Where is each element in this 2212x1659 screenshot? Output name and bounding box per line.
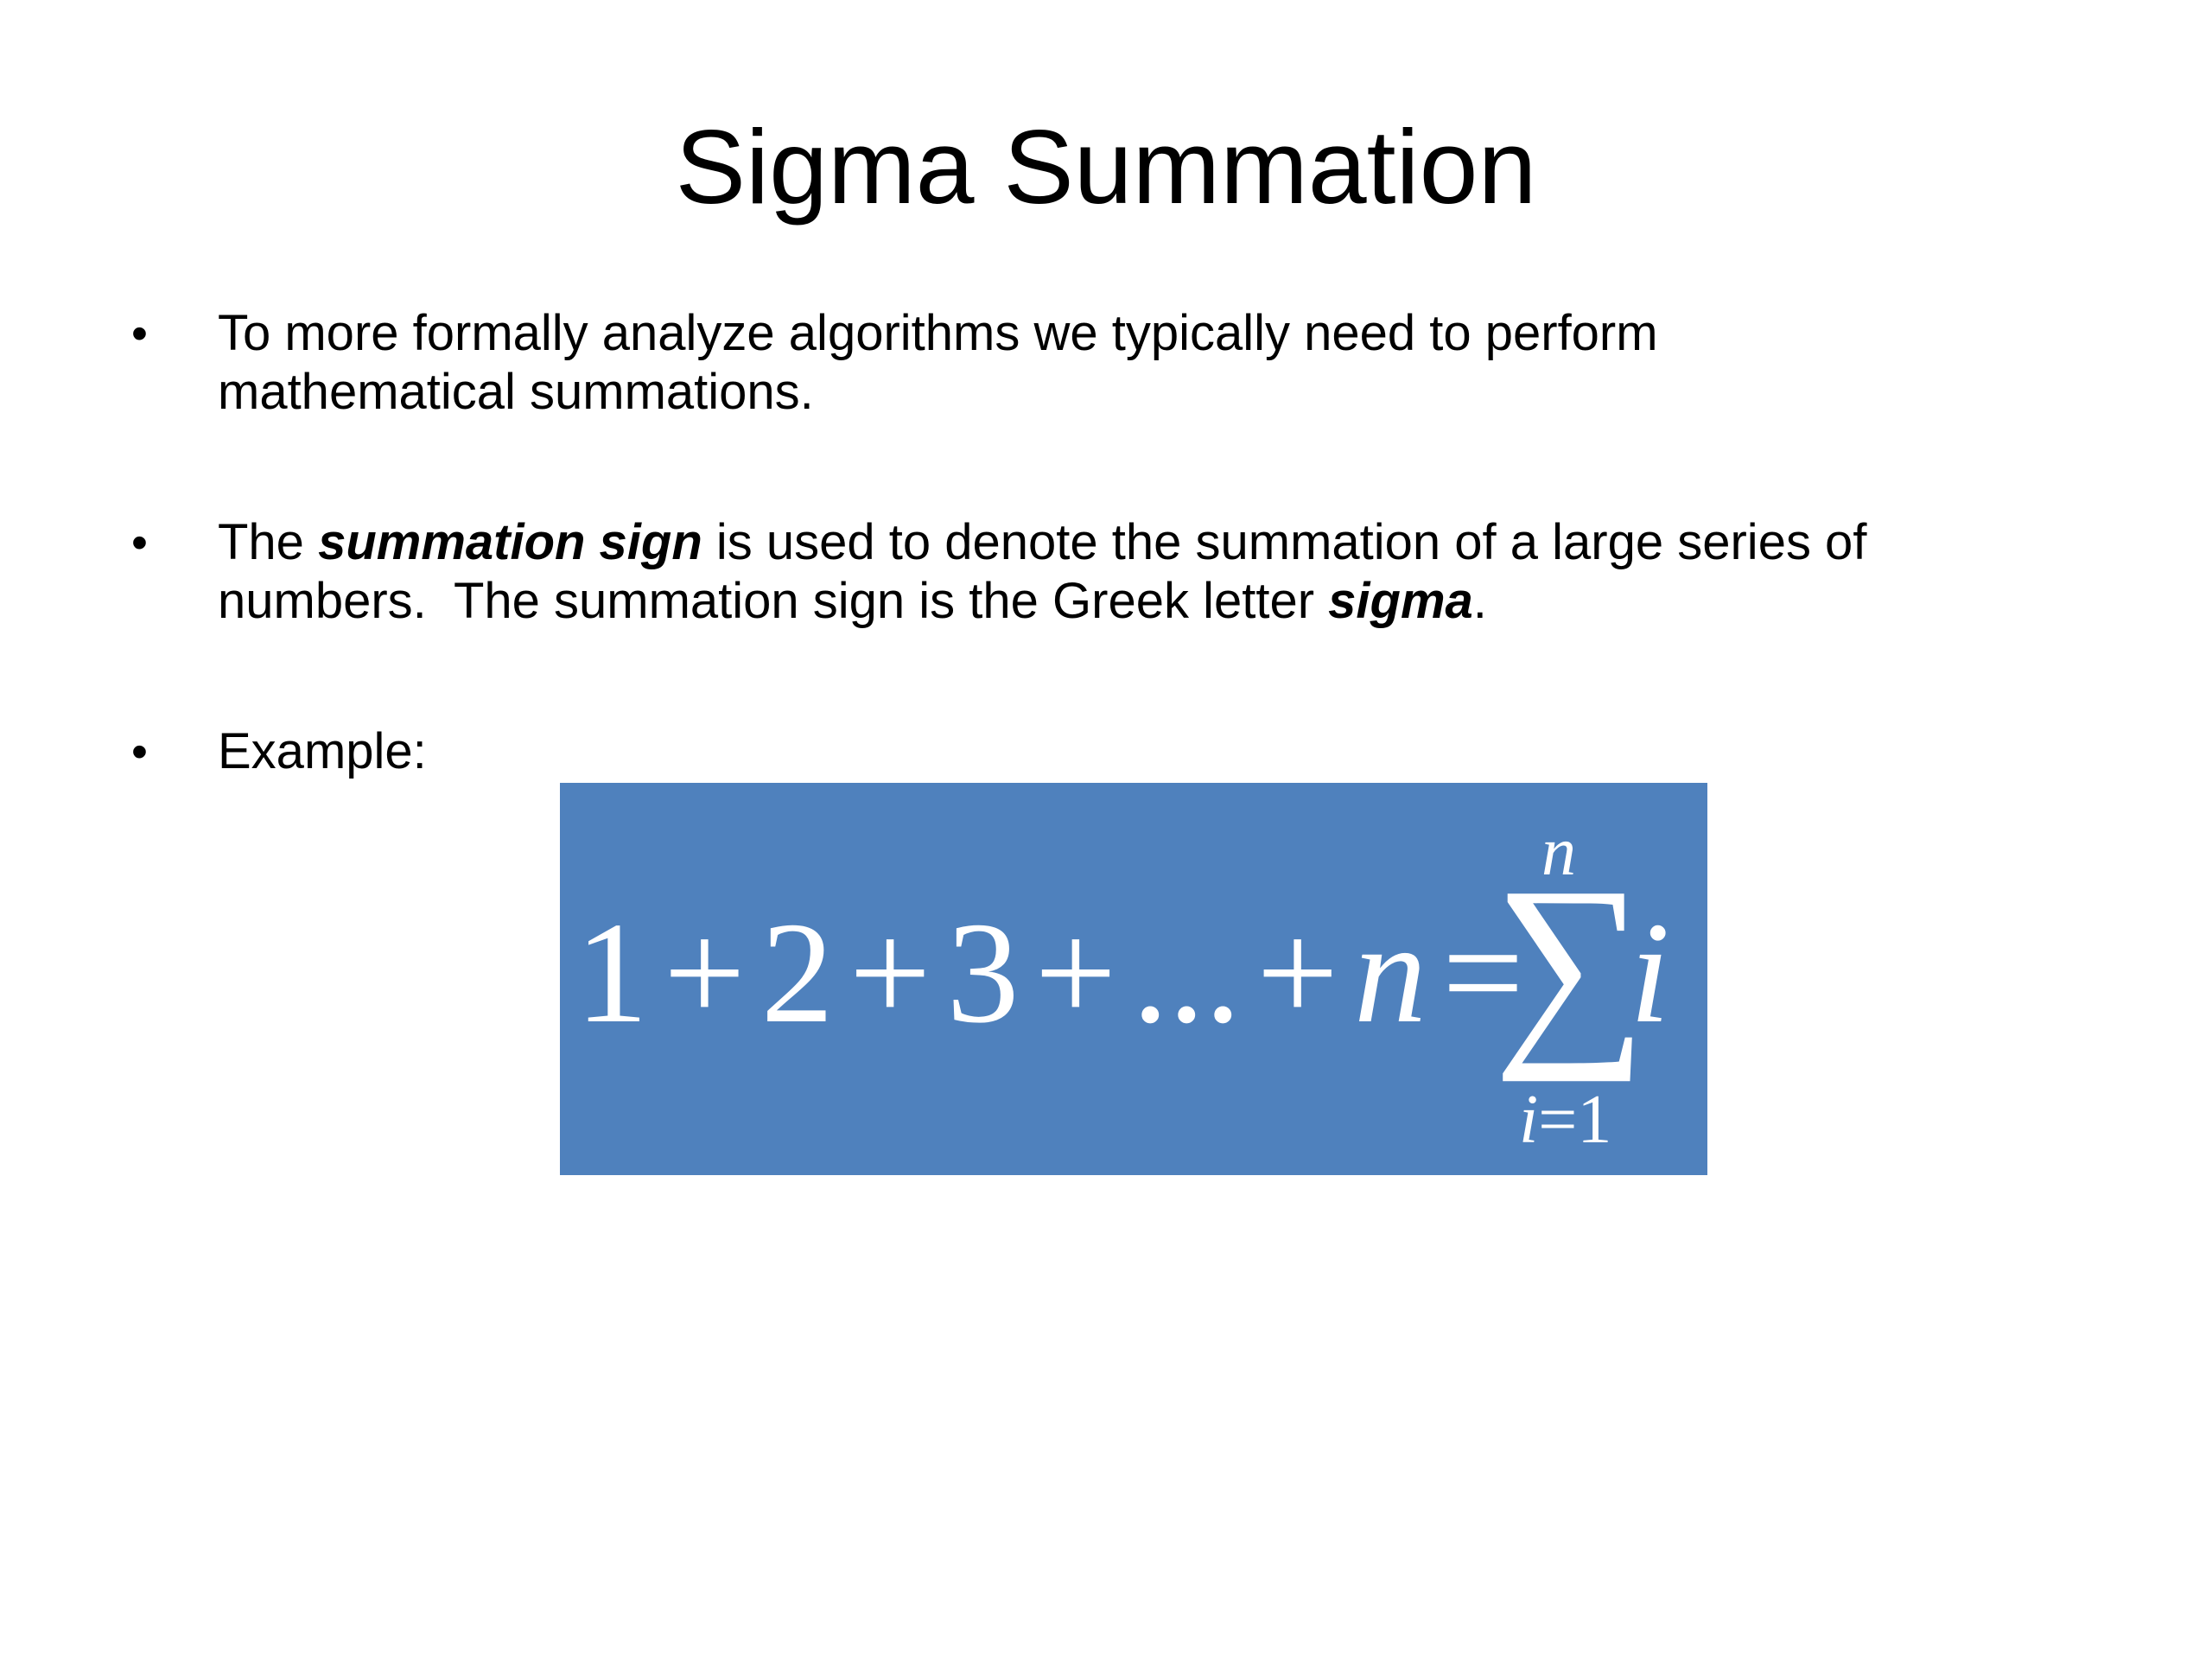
bullet-text: The summation sign is used to denote the… bbox=[218, 513, 2119, 631]
bullet-text: Example: bbox=[218, 722, 2119, 781]
formula-term: n bbox=[1354, 893, 1427, 1053]
plus-sign: + bbox=[1034, 893, 1117, 1053]
formula-expression: 1+2+3+...+n= bbox=[575, 887, 1540, 1059]
bullet-line: mathematical summations. bbox=[218, 364, 814, 420]
bullet-line: To more formally analyze algorithms we t… bbox=[218, 305, 1658, 361]
bullet-item-1: • To more formally analyze algorithms we… bbox=[131, 304, 2110, 425]
bullet-dot: • bbox=[131, 308, 148, 359]
formula-term: 3 bbox=[946, 893, 1020, 1053]
bullet-line: The summation sign is used to denote the… bbox=[218, 513, 2119, 572]
bullet-text: To more formally analyze algorithms we t… bbox=[218, 304, 2119, 422]
sigma-symbol: ∑ bbox=[1493, 843, 1648, 1083]
text-run: is used to denote the summation of a lar… bbox=[702, 514, 1867, 570]
slide-title: Sigma Summation bbox=[675, 108, 1537, 226]
sum-upper-limit: n bbox=[1541, 814, 1576, 890]
emphasis-summation-sign: summation sign bbox=[318, 514, 702, 570]
bullet-dot: • bbox=[131, 517, 148, 569]
formula-term: 1 bbox=[575, 893, 648, 1053]
lower-limit-value: 1 bbox=[1577, 1082, 1612, 1158]
bullet-line: numbers. The summation sign is the Greek… bbox=[218, 572, 2119, 631]
bullet-item-3: • Example: bbox=[131, 722, 2110, 783]
plus-sign: + bbox=[1256, 893, 1338, 1053]
bullet-line: Example: bbox=[218, 723, 427, 779]
bullet-dot: • bbox=[131, 726, 148, 778]
formula-box: 1+2+3+...+n= n ∑ i i=1 bbox=[560, 783, 1707, 1175]
text-run: numbers. The summation sign is the Greek… bbox=[218, 573, 1329, 629]
plus-sign: + bbox=[664, 893, 746, 1053]
plus-sign: + bbox=[849, 893, 931, 1053]
sum-lower-limit: i=1 bbox=[1519, 1085, 1611, 1154]
text-run: . bbox=[1472, 573, 1487, 629]
lower-limit-eq: = bbox=[1538, 1082, 1578, 1158]
emphasis-sigma: sigma bbox=[1328, 573, 1473, 629]
lower-limit-var: i bbox=[1519, 1082, 1539, 1158]
formula-term: ... bbox=[1132, 893, 1242, 1053]
formula-term: 2 bbox=[760, 893, 834, 1053]
sum-summand: i bbox=[1630, 893, 1670, 1053]
bullet-item-2: • The summation sign is used to denote t… bbox=[131, 513, 2110, 634]
text-run: The bbox=[218, 514, 319, 570]
equals-sign: = bbox=[1442, 893, 1524, 1053]
